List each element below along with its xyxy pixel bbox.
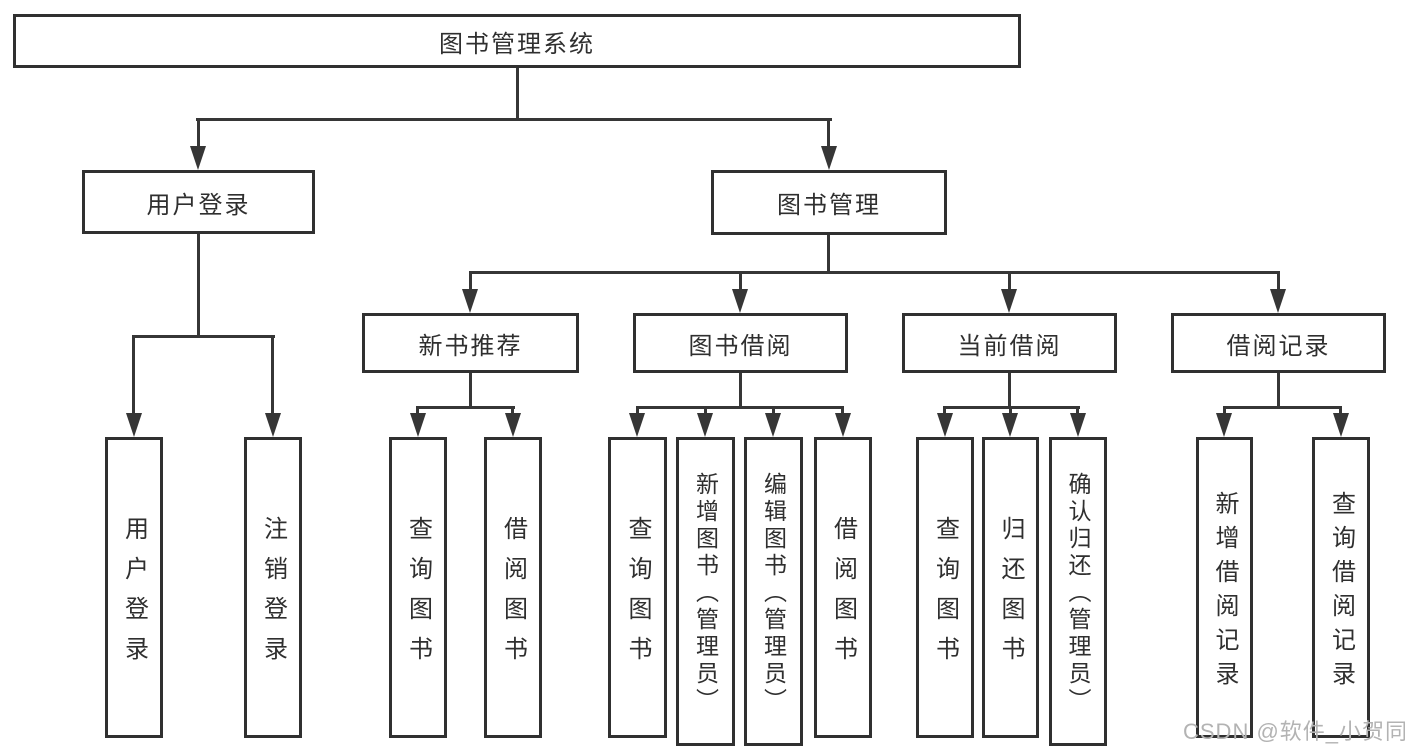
arrow-down-icon xyxy=(1270,289,1286,313)
connector-book-borrow-bus xyxy=(636,406,844,409)
arrow-down-icon xyxy=(1002,413,1018,437)
arrow-down-icon xyxy=(1333,413,1349,437)
leaf-query-borrow-record-label: 查询借阅记录 xyxy=(1327,490,1355,695)
node-current-borrow: 当前借阅 xyxy=(902,313,1117,373)
arrow-down-icon xyxy=(410,413,426,437)
arrow-down-icon xyxy=(937,413,953,437)
arrow-down-icon xyxy=(505,413,521,437)
leaf-query-books-recommend: 查询图书 xyxy=(389,437,447,738)
leaf-query-books-current-label: 查询图书 xyxy=(931,515,959,676)
connector-root-stem xyxy=(516,68,519,120)
arrow-down-icon xyxy=(190,146,206,170)
connector-drop-current-borrow xyxy=(1008,271,1011,291)
connector-drop-user-login xyxy=(197,118,200,148)
connector-drop-new-book xyxy=(469,271,472,291)
leaf-query-borrow-record: 查询借阅记录 xyxy=(1312,437,1370,738)
connector-new-book-stem xyxy=(469,373,472,408)
connector-drop-book-borrow xyxy=(739,271,742,291)
node-borrow-records-label: 借阅记录 xyxy=(1226,332,1331,360)
node-user-login-label: 用户登录 xyxy=(146,191,251,219)
connector-borrow-records-bus xyxy=(1223,406,1342,409)
leaf-return-book: 归还图书 xyxy=(982,437,1039,738)
node-book-borrow: 图书借阅 xyxy=(633,313,848,373)
leaf-add-book-admin-label: 新增图书（管理员） xyxy=(692,472,719,715)
leaf-query-books-recommend-label: 查询图书 xyxy=(404,515,432,676)
leaf-borrow-books-recommend-label: 借阅图书 xyxy=(499,515,527,676)
leaf-add-book-admin: 新增图书（管理员） xyxy=(676,437,735,746)
node-book-borrow-label: 图书借阅 xyxy=(688,332,793,360)
leaf-logout: 注销登录 xyxy=(244,437,302,738)
leaf-logout-label: 注销登录 xyxy=(259,515,287,676)
arrow-down-icon xyxy=(697,413,713,437)
connector-drop xyxy=(511,406,514,416)
node-book-management-label: 图书管理 xyxy=(777,192,881,219)
leaf-borrow-books-label: 借阅图书 xyxy=(829,515,857,676)
connector-borrow-records-stem xyxy=(1277,373,1280,408)
node-new-book-recommend-label: 新书推荐 xyxy=(418,332,523,360)
arrow-down-icon xyxy=(835,413,851,437)
connector-drop xyxy=(704,406,707,416)
node-current-borrow-label: 当前借阅 xyxy=(957,332,1062,360)
arrow-down-icon xyxy=(1216,413,1232,437)
arrow-down-icon xyxy=(1001,289,1017,313)
connector-drop xyxy=(841,406,844,416)
connector-user-login-bus xyxy=(132,335,275,338)
connector-drop xyxy=(943,406,946,416)
connector-new-book-bus xyxy=(416,406,515,409)
leaf-query-books-current: 查询图书 xyxy=(916,437,974,738)
node-root: 图书管理系统 xyxy=(13,14,1021,68)
leaf-borrow-books-recommend: 借阅图书 xyxy=(484,437,542,738)
connector-user-login-stem xyxy=(197,234,200,337)
connector-current-borrow-bus xyxy=(944,406,1080,409)
connector-level3-bus xyxy=(469,271,1280,274)
leaf-query-books-borrow-label: 查询图书 xyxy=(624,515,651,676)
leaf-return-book-label: 归还图书 xyxy=(997,515,1024,676)
connector-drop xyxy=(1076,406,1079,416)
connector-drop xyxy=(1009,406,1012,416)
connector-book-borrow-stem xyxy=(739,373,742,408)
connector-drop xyxy=(636,406,639,416)
node-borrow-records: 借阅记录 xyxy=(1171,313,1386,373)
node-user-login: 用户登录 xyxy=(82,170,315,234)
leaf-add-borrow-record-label: 新增借阅记录 xyxy=(1211,490,1238,695)
connector-drop-book-management xyxy=(827,118,830,148)
connector-drop-leaf-user-login xyxy=(132,335,135,415)
arrow-down-icon xyxy=(821,146,837,170)
connector-level2-bus xyxy=(196,118,832,121)
connector-current-borrow-stem xyxy=(1008,373,1011,408)
connector-drop xyxy=(1339,406,1342,416)
leaf-confirm-return-admin-label: 确认归还（管理员） xyxy=(1065,472,1091,715)
connector-book-management-stem xyxy=(827,235,830,273)
arrow-down-icon xyxy=(765,413,781,437)
arrow-down-icon xyxy=(462,289,478,313)
arrow-down-icon xyxy=(265,413,281,437)
leaf-user-login-label: 用户登录 xyxy=(120,515,148,676)
node-root-label: 图书管理系统 xyxy=(439,30,595,58)
connector-drop-leaf-logout xyxy=(271,335,274,415)
leaf-edit-book-admin: 编辑图书（管理员） xyxy=(744,437,803,746)
csdn-watermark: CSDN @软件_小贺同学 xyxy=(1183,719,1405,744)
connector-drop xyxy=(772,406,775,416)
leaf-confirm-return-admin: 确认归还（管理员） xyxy=(1049,437,1107,746)
arrow-down-icon xyxy=(629,413,645,437)
leaf-query-books-borrow: 查询图书 xyxy=(608,437,667,738)
connector-drop xyxy=(1223,406,1226,416)
leaf-edit-book-admin-label: 编辑图书（管理员） xyxy=(760,472,787,715)
node-new-book-recommend: 新书推荐 xyxy=(362,313,579,373)
leaf-user-login: 用户登录 xyxy=(105,437,163,738)
connector-drop-borrow-records xyxy=(1277,271,1280,291)
arrow-down-icon xyxy=(126,413,142,437)
connector-drop xyxy=(416,406,419,416)
leaf-add-borrow-record: 新增借阅记录 xyxy=(1196,437,1253,738)
arrow-down-icon xyxy=(732,289,748,313)
leaf-borrow-books: 借阅图书 xyxy=(814,437,872,738)
node-book-management: 图书管理 xyxy=(711,170,947,235)
arrow-down-icon xyxy=(1070,413,1086,437)
